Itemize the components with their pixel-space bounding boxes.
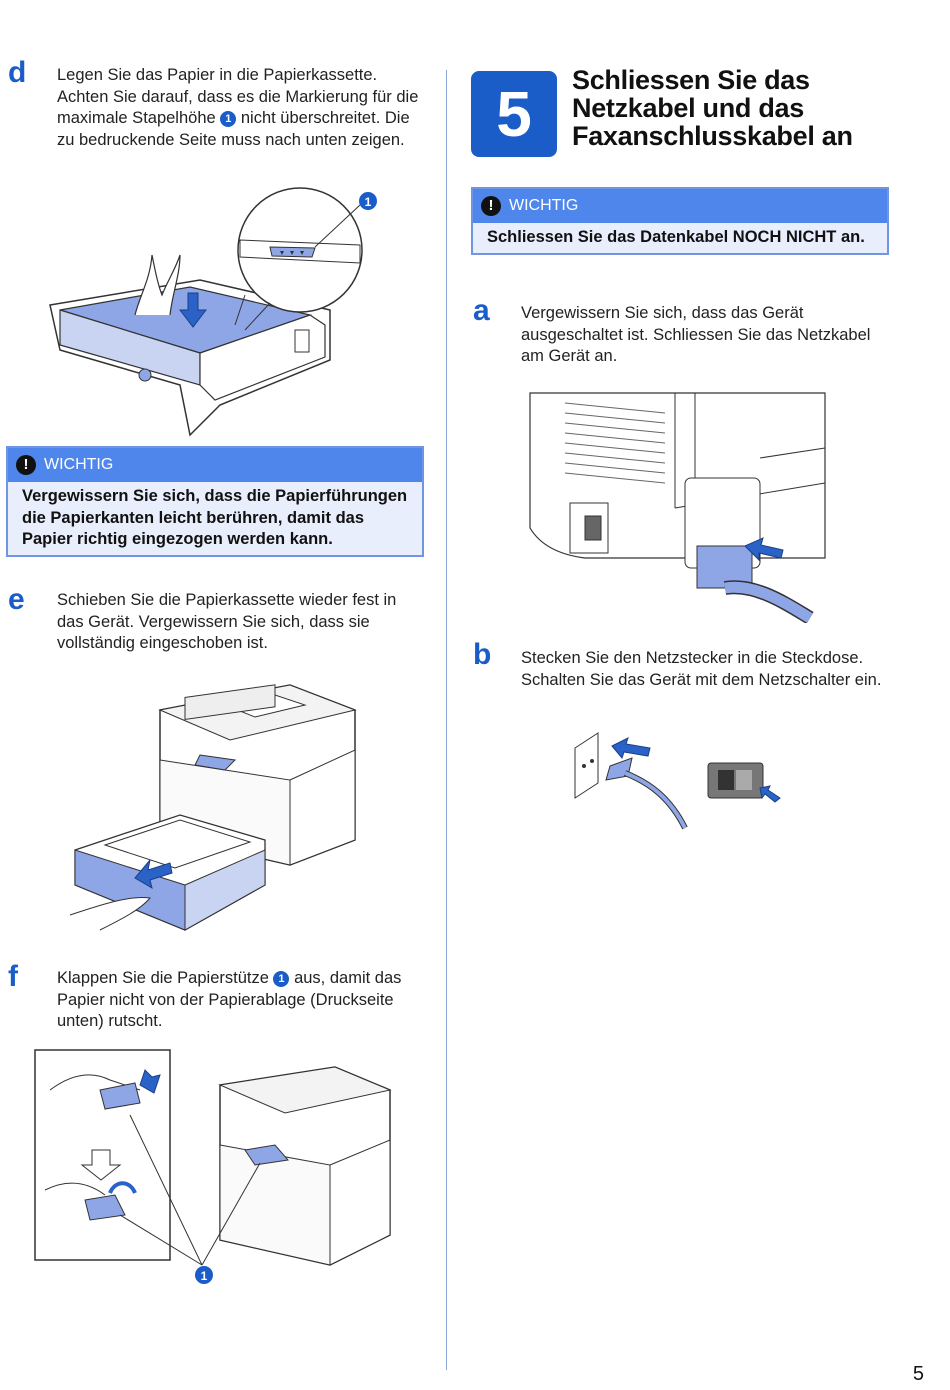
warning-box-data-cable: ! WICHTIG Schliessen Sie das Datenkabel … xyxy=(471,187,889,255)
step-a-text: Vergewissern Sie sich, dass das Gerät au… xyxy=(521,304,871,365)
page-number: 5 xyxy=(912,1363,924,1385)
warning-title: WICHTIG xyxy=(44,456,114,473)
wall-plug-switch-illustration xyxy=(574,732,781,830)
warning-title: WICHTIG xyxy=(509,197,579,214)
section-title: Schliessen Sie das Netzkabel und das Fax… xyxy=(572,65,853,151)
step-f-text: Klappen Sie die Papierstütze 1 aus, dami… xyxy=(57,968,427,1033)
step-letter-a: a xyxy=(473,294,490,327)
exclamation-icon: ! xyxy=(16,455,36,475)
step-d-text: Legen Sie das Papier in die Papierkasset… xyxy=(57,65,427,151)
warning-text: Vergewissern Sie sich, dass die Papierfü… xyxy=(8,482,422,555)
step-letter-f: f xyxy=(8,960,18,993)
section-number-badge: 5 xyxy=(471,71,557,157)
warning-header: ! WICHTIG xyxy=(8,448,422,482)
paper-tray-illustration: 1 xyxy=(49,187,377,437)
exclamation-icon: ! xyxy=(481,196,501,216)
step-d-text-after: nicht überschreitet. Die zu bedruckende … xyxy=(57,109,410,149)
figure-callout-1: 1 xyxy=(365,195,372,209)
column-divider xyxy=(446,70,447,1370)
step-letter-e: e xyxy=(8,583,25,616)
warning-text: Schliessen Sie das Datenkabel NOCH NICHT… xyxy=(473,223,887,253)
warning-header: ! WICHTIG xyxy=(473,189,887,223)
step-b-text: Stecken Sie den Netzstecker in die Steck… xyxy=(521,649,882,689)
step-e-text: Schieben Sie die Papierkassette wieder f… xyxy=(57,591,397,652)
paper-support-illustration: 1 xyxy=(34,1049,392,1284)
warning-box-paper-guides: ! WICHTIG Vergewissern Sie sich, dass di… xyxy=(6,446,424,557)
step-d-text-before: Legen Sie das Papier in die Papierkasset… xyxy=(57,66,419,127)
power-cable-machine-illustration xyxy=(529,392,826,623)
callout-marker: 1 xyxy=(273,971,290,987)
printer-tray-insert-illustration xyxy=(69,684,357,931)
step-f-text-after: aus, damit das Papier nicht von der Papi… xyxy=(57,969,402,1030)
step-f-text-before: Klappen Sie die Papierstütze xyxy=(57,969,269,987)
step-letter-d: d xyxy=(8,56,27,89)
step-letter-b: b xyxy=(473,638,492,671)
callout-marker: 1 xyxy=(220,111,237,127)
figure-callout-1: 1 xyxy=(201,1269,208,1283)
